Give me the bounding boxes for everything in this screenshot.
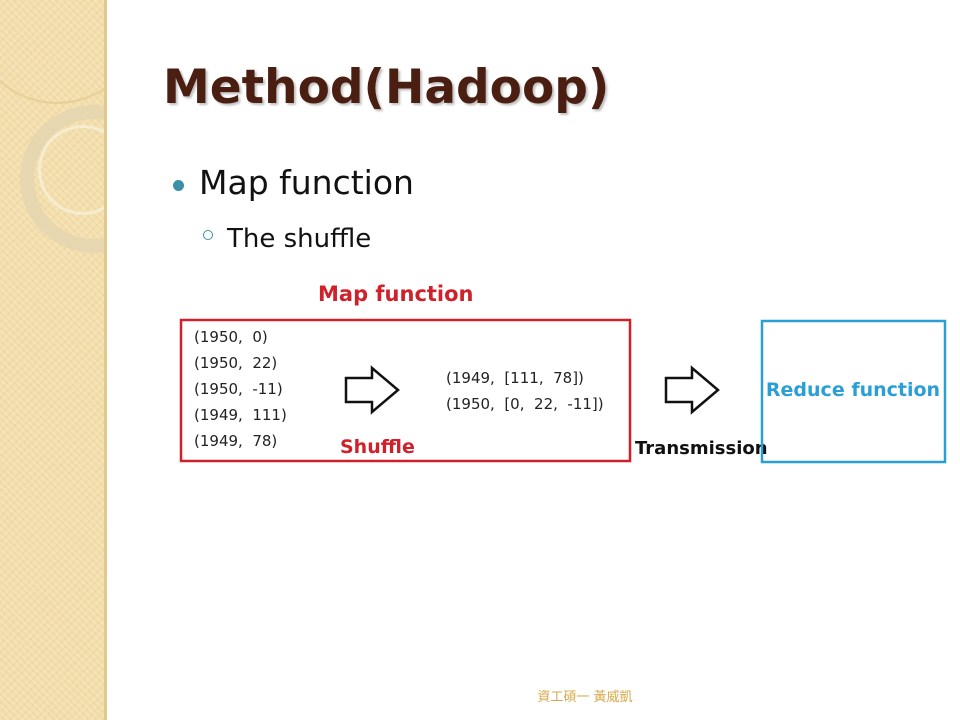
shuffle-diagram: Map function (1950, 0) (1950, 22) (1950,… xyxy=(179,282,947,464)
sidebar-edge xyxy=(104,0,107,720)
decorative-sidebar xyxy=(0,0,104,720)
map-pair: (1949, 78) xyxy=(194,432,277,450)
transmission-label: Transmission xyxy=(635,438,768,459)
map-function-label: Map function xyxy=(318,282,474,306)
footer-author: 資工碩一 黃威凱 xyxy=(537,690,633,705)
reduce-function-label: Reduce function xyxy=(766,379,940,401)
bullet-map-function: Map function xyxy=(199,163,414,202)
shuffle-arrow-icon xyxy=(344,365,400,415)
transmission-arrow-icon xyxy=(664,365,720,415)
grouped-pair: (1950, [0, 22, -11]) xyxy=(446,395,604,413)
decorative-ring xyxy=(38,125,104,215)
map-pair: (1950, -11) xyxy=(194,380,283,398)
slide-title: Method(Hadoop) xyxy=(163,60,610,115)
reduce-function-box xyxy=(760,319,947,464)
map-pair: (1950, 0) xyxy=(194,328,268,346)
bullet-icon xyxy=(173,180,184,191)
map-function-box xyxy=(179,318,632,463)
map-pair: (1950, 22) xyxy=(194,354,277,372)
decorative-ring xyxy=(0,0,104,104)
grouped-pair: (1949, [111, 78]) xyxy=(446,369,584,387)
shuffle-label: Shuffle xyxy=(340,436,415,458)
sub-bullet-icon xyxy=(203,230,213,240)
sub-bullet-shuffle: The shuffle xyxy=(227,224,372,254)
map-pair: (1949, 111) xyxy=(194,406,287,424)
